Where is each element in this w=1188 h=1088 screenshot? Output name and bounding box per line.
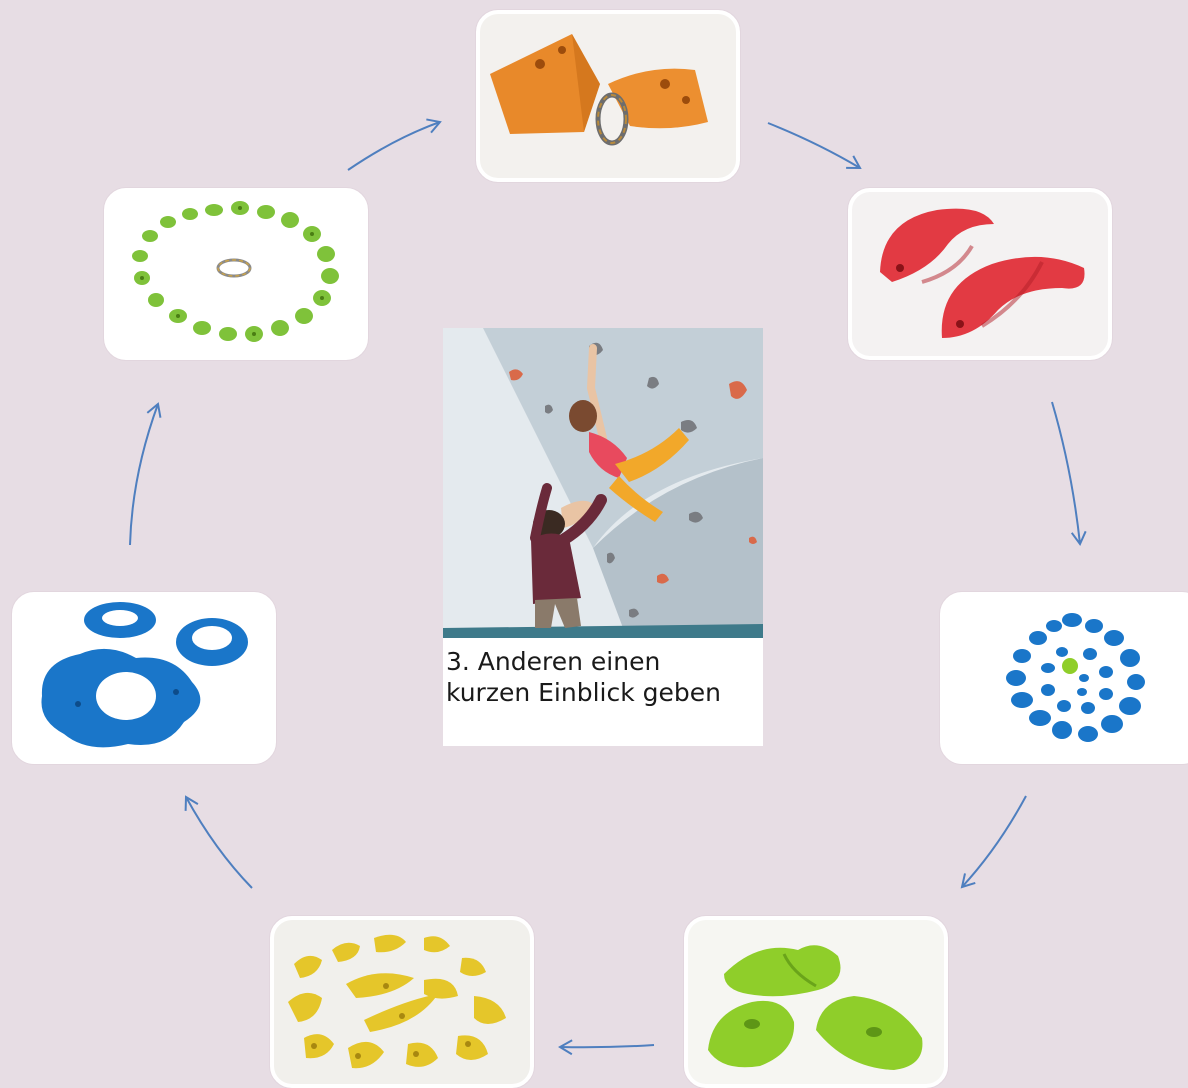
lime-holds-card	[684, 916, 948, 1088]
green-holds-ring-photo	[108, 192, 364, 356]
blue-large-holds-card	[12, 592, 276, 764]
blue-spiral-holds-card	[940, 592, 1188, 764]
arrow-blue-spiral-to-lime	[960, 795, 1027, 889]
blue-volume-holds-photo	[16, 596, 272, 760]
orange-climbing-holds-photo	[480, 14, 736, 178]
arrow-yellow-to-blue-large	[184, 795, 253, 889]
orange-holds-card	[476, 10, 740, 182]
green-ring-holds-card	[104, 188, 368, 360]
center-illustration: 3. Anderen einen kurzen Einblick geben	[443, 328, 763, 746]
arrow-green-to-orange	[347, 118, 442, 171]
center-caption: 3. Anderen einen kurzen Einblick geben	[446, 646, 760, 708]
climber-illustration	[443, 328, 763, 638]
yellow-climbing-holds-photo	[274, 920, 530, 1084]
caption-line-2: kurzen Einblick geben	[446, 678, 721, 707]
lime-climbing-holds-photo	[688, 920, 944, 1084]
caption-line-1: 3. Anderen einen	[446, 647, 661, 676]
red-holds-card	[848, 188, 1112, 360]
blue-holds-spiral-photo	[944, 596, 1188, 760]
arrow-red-to-blue-spiral	[1051, 401, 1087, 546]
arrow-orange-to-red	[767, 122, 862, 170]
red-climbing-holds-photo	[852, 192, 1108, 356]
arrow-blue-large-to-green	[129, 402, 162, 546]
arrow-lime-to-yellow	[558, 1039, 655, 1056]
yellow-holds-card	[270, 916, 534, 1088]
